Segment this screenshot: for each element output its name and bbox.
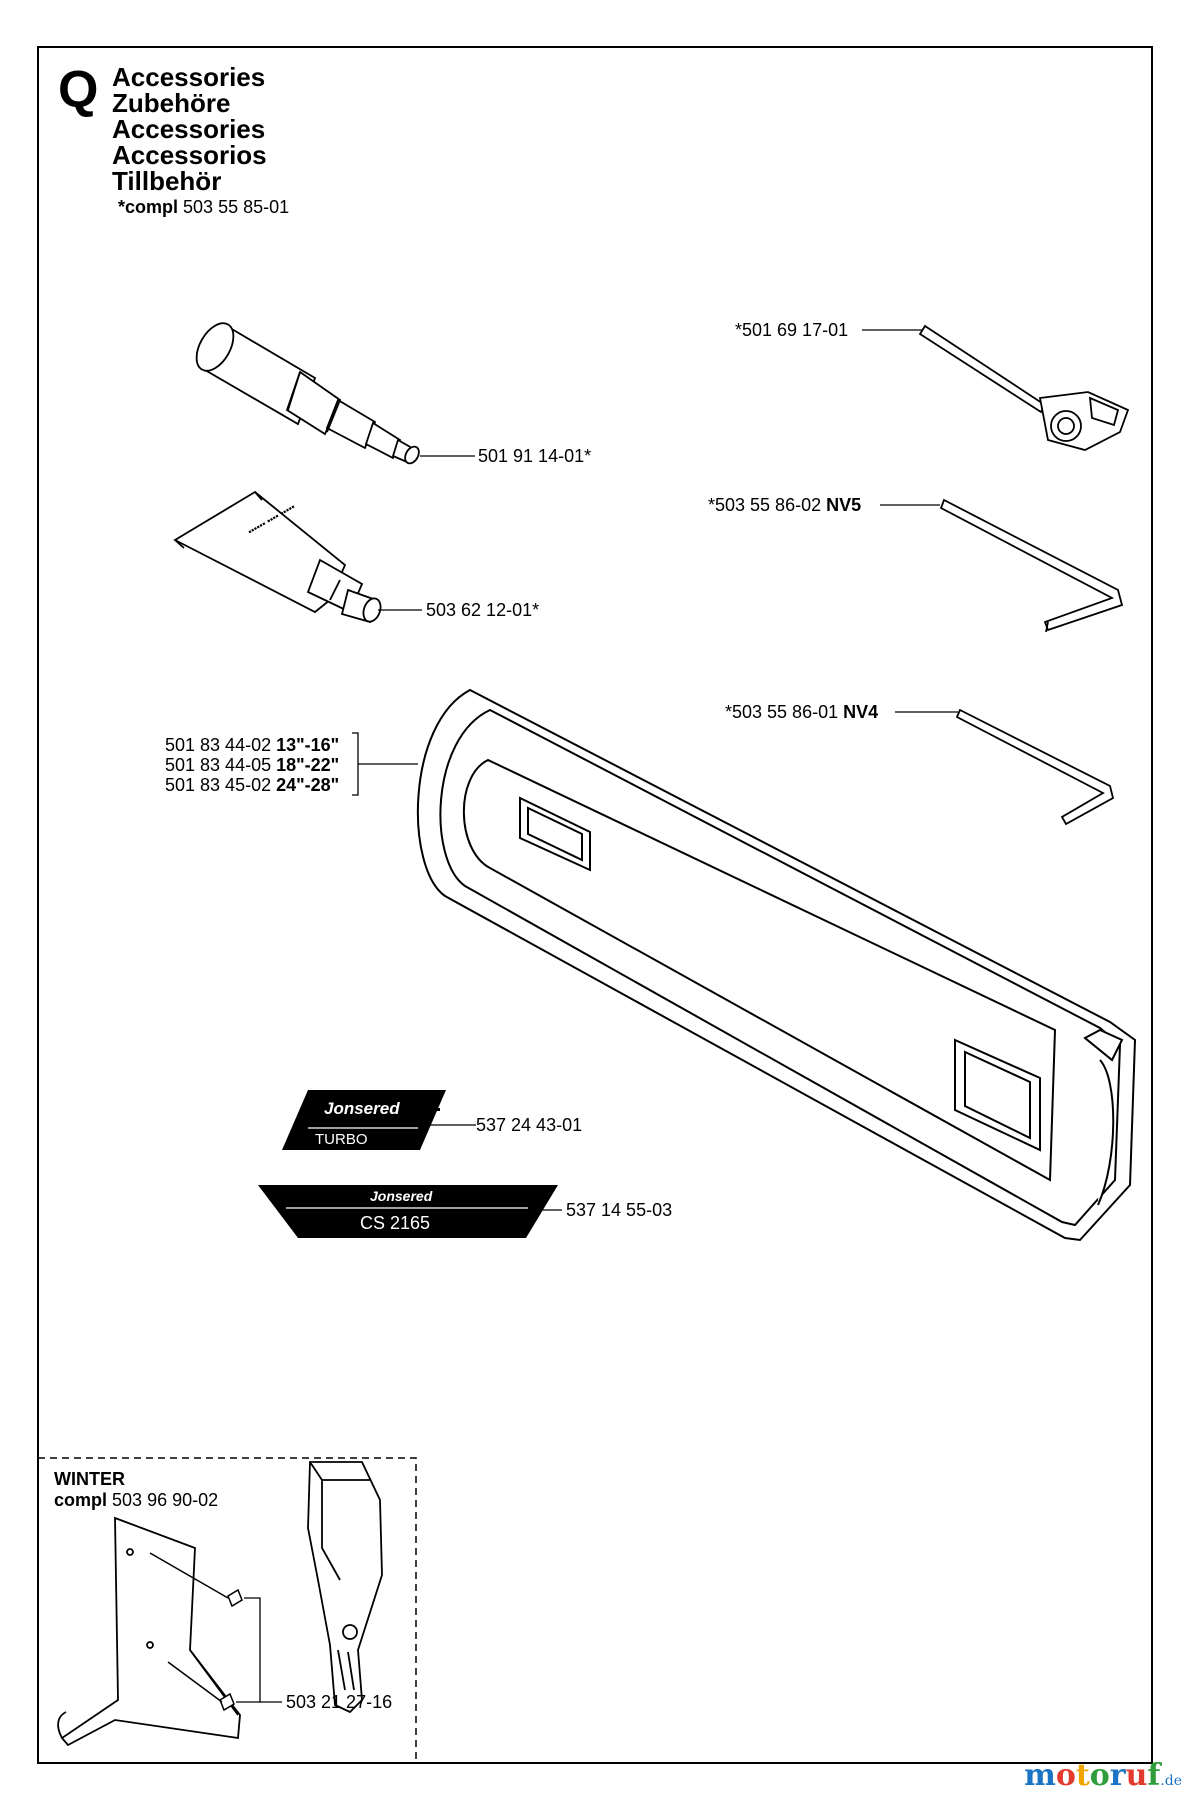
watermark-logo: motoruf.de	[1024, 1758, 1182, 1793]
guard-row-3-part: 501 83 45-02	[165, 775, 272, 795]
winter-compl-label: compl	[54, 1490, 108, 1510]
guard-row-3: 501 83 45-02 24"-28"	[165, 776, 339, 794]
compl-number: 503 55 85-01	[183, 197, 290, 217]
guard-row-2-size: 18"-22"	[276, 755, 340, 775]
watermark-letter: t	[1075, 1758, 1090, 1793]
guard-row-1-size: 13"-16"	[276, 735, 340, 755]
hex-key-nv5-code: NV5	[826, 495, 862, 515]
winter-screws-drawing	[149, 1552, 243, 1712]
guard-bracket	[352, 732, 418, 796]
guard-row-1-part: 501 83 44-02	[165, 735, 272, 755]
watermark-text: motoruf	[1024, 1758, 1160, 1793]
compl-line: *compl 503 55 85-01	[118, 198, 289, 216]
winter-cover-drawing	[307, 1461, 383, 1714]
decal-turbo-brand: Jonsered	[324, 1099, 400, 1118]
winter-bracket	[236, 1597, 282, 1703]
bar-guard-drawing	[416, 688, 1137, 1242]
title-de: Zubehöre	[112, 88, 231, 118]
decal-turbo-text: TURBO	[315, 1131, 368, 1148]
label-decal-cs: 537 14 55-03	[566, 1200, 673, 1220]
label-hex-key-nv5: *503 55 86-02 NV5	[708, 496, 861, 514]
guard-row-2: 501 83 44-05 18"-22"	[165, 756, 339, 774]
section-letter: Q	[58, 61, 99, 119]
label-winter-screw: 503 21 27-16	[286, 1692, 393, 1712]
winter-box	[38, 1457, 417, 1763]
title-sv: Tillbehör	[112, 166, 222, 196]
decal-cs	[258, 1185, 558, 1238]
page-frame	[37, 46, 1153, 1764]
label-hex-key-nv4: *503 55 86-01 NV4	[725, 703, 878, 721]
label-decal-turbo: 537 24 43-01	[476, 1115, 583, 1135]
winter-plate-drawing	[57, 1516, 241, 1747]
decal-cs-brand: Jonsered	[370, 1188, 433, 1204]
grease-gun-drawing	[195, 322, 420, 465]
title-es: Accessorios	[112, 140, 267, 170]
watermark-letter: u	[1125, 1758, 1148, 1793]
label-grease-tube: 503 62 12-01*	[426, 600, 540, 620]
compl-label: *compl	[118, 197, 179, 217]
watermark-suffix: .de	[1160, 1773, 1182, 1789]
hex-key-nv4-drawing	[955, 708, 1115, 826]
winter-compl: compl 503 96 90-02	[54, 1491, 218, 1509]
watermark-letter: o	[1055, 1758, 1076, 1793]
winter-title: WINTER	[54, 1469, 125, 1489]
watermark-letter: r	[1109, 1758, 1126, 1793]
hex-key-nv5-part: *503 55 86-02	[708, 495, 822, 515]
decal-cs-text: CS 2165	[360, 1213, 431, 1233]
label-grease-gun: 501 91 14-01*	[478, 446, 592, 466]
watermark-letter: m	[1024, 1758, 1056, 1793]
grease-tube-drawing	[173, 490, 382, 624]
decal-turbo	[282, 1090, 446, 1150]
watermark-letter: o	[1089, 1758, 1110, 1793]
label-tool: *501 69 17-01	[735, 320, 849, 340]
title-en: Accessories	[112, 62, 266, 92]
hex-key-nv5-drawing	[939, 498, 1124, 633]
hex-key-nv4-part: *503 55 86-01	[725, 702, 839, 722]
guard-row-1: 501 83 44-02 13"-16"	[165, 736, 339, 754]
winter-compl-number: 503 96 90-02	[112, 1490, 219, 1510]
guard-row-3-size: 24"-28"	[276, 775, 340, 795]
combination-tool-drawing	[918, 324, 1130, 451]
watermark-letter: f	[1147, 1758, 1161, 1793]
guard-row-2-part: 501 83 44-05	[165, 755, 272, 775]
hex-key-nv4-code: NV4	[843, 702, 879, 722]
title-fr: Accessories	[112, 114, 266, 144]
